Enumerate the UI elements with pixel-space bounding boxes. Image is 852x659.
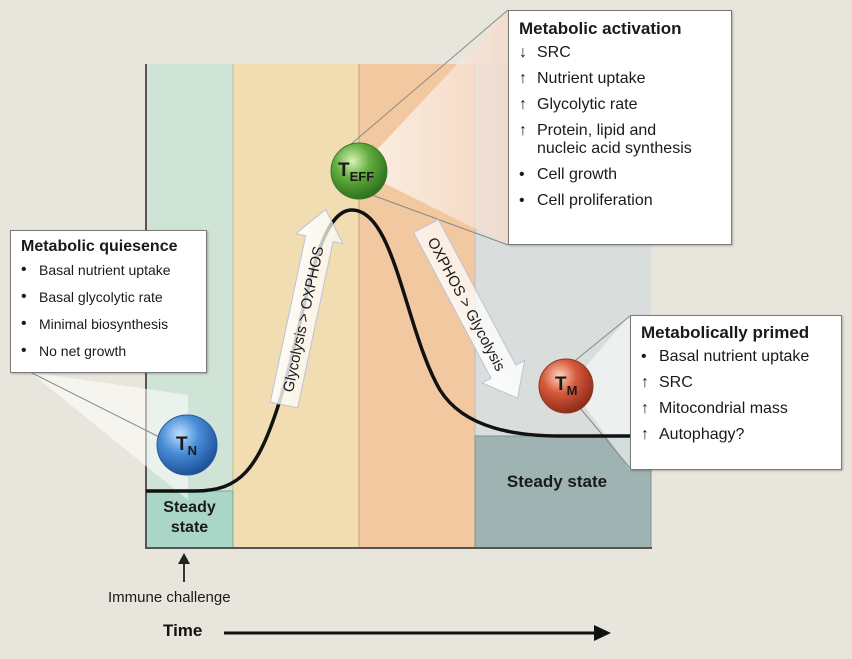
memory-steady-state-label: Steady state <box>506 472 608 491</box>
activation-item: ↑ Glycolytic rate <box>519 96 721 114</box>
bullet-icon: • <box>519 166 525 183</box>
primed-item: ↑ Mitocondrial mass <box>641 400 831 418</box>
activation-callout-cone <box>358 10 508 245</box>
activation-item-text: Nutrient uptake <box>537 70 646 87</box>
naive-cell-base: T <box>176 434 188 455</box>
cone-edge <box>29 371 176 446</box>
immune-challenge-label: Immune challenge <box>108 589 231 606</box>
activation-box: Metabolic activation ↓ SRC ↑ Nutrient up… <box>508 10 732 245</box>
up-arrow-icon: ↑ <box>641 400 649 417</box>
oxphos-arrow-shape <box>412 218 526 399</box>
bullet-icon: • <box>21 315 27 332</box>
activation-item-text: Cell growth <box>537 166 618 183</box>
activation-item: ↑ Protein, lipid and nucleic acid synthe… <box>519 122 721 158</box>
bullet-icon: • <box>21 342 27 359</box>
memory-cell-sub: M <box>566 383 578 398</box>
primed-item-text: Mitocondrial mass <box>659 400 788 417</box>
naive-steady-line1: Steady <box>163 499 216 516</box>
activation-item-text: Protein, lipid and nucleic acid synthesi… <box>537 122 692 158</box>
activation-item-text: SRC <box>537 44 571 61</box>
up-arrow-icon: ↑ <box>519 70 527 87</box>
naive-steady-line2: state <box>170 519 209 536</box>
primed-item: ↑ SRC <box>641 374 831 392</box>
up-arrow-icon: ↑ <box>519 122 527 139</box>
naive-steady-state-label: Steady state <box>146 498 233 538</box>
time-arrowhead <box>594 625 611 641</box>
primed-item-text: Autophagy? <box>659 426 745 443</box>
quiescence-item: • Basal glycolytic rate <box>21 288 196 306</box>
quiescence-item-text: Basal nutrient uptake <box>39 262 171 278</box>
memory-cell-base: T <box>555 374 567 395</box>
up-arrow-icon: ↑ <box>641 374 649 391</box>
quiescence-item: • Minimal biosynthesis <box>21 315 196 333</box>
activation-item: • Cell proliferation <box>519 192 721 210</box>
cone-edge <box>565 315 631 369</box>
effector-t-cell-icon <box>330 142 388 200</box>
memory-t-cell-icon <box>538 358 594 414</box>
quiescence-callout-cone <box>30 372 188 500</box>
effector-cell-base: T <box>338 160 350 181</box>
immune-response-curve <box>146 208 655 493</box>
primed-item-text: SRC <box>659 374 693 391</box>
quiescence-item: • No net growth <box>21 342 196 360</box>
memory-cell-label: TM <box>555 374 577 398</box>
time-label: Time <box>163 621 203 640</box>
down-arrow-icon: ↓ <box>519 44 527 61</box>
glycolysis-arrow-shape <box>269 208 344 409</box>
bullet-icon: • <box>641 348 647 365</box>
effector-cell-sub: EFF <box>349 169 375 184</box>
cone-edge <box>349 9 509 146</box>
activation-item-line: nucleic acid synthesis <box>537 140 692 157</box>
primed-item-text: Basal nutrient uptake <box>659 348 810 365</box>
naive-cell-label: TN <box>176 434 197 458</box>
immune-challenge-arrowhead <box>178 553 190 564</box>
primed-title: Metabolically primed <box>641 323 810 342</box>
activation-item: ↓ SRC <box>519 44 721 62</box>
primed-callout-cone <box>570 315 630 470</box>
primed-item: ↑ Autophagy? <box>641 426 831 444</box>
quiescence-item-text: Minimal biosynthesis <box>39 316 169 332</box>
cone-edge <box>371 194 509 246</box>
quiescence-item-text: Basal glycolytic rate <box>39 289 163 305</box>
quiescence-item-text: No net growth <box>39 343 127 359</box>
up-arrow-icon: ↑ <box>641 426 649 443</box>
activation-item-line: Protein, lipid and <box>537 122 657 139</box>
bullet-icon: • <box>519 192 525 209</box>
primed-item: • Basal nutrient uptake <box>641 348 831 366</box>
effector-cell-label: TEFF <box>338 160 374 184</box>
bullet-icon: • <box>21 261 27 278</box>
bullet-icon: • <box>21 288 27 305</box>
naive-cell-sub: N <box>187 443 197 458</box>
activation-item: ↑ Nutrient uptake <box>519 70 721 88</box>
activation-item-text: Glycolytic rate <box>537 96 638 113</box>
naive-t-cell-icon <box>156 414 218 476</box>
up-arrow-icon: ↑ <box>519 96 527 113</box>
quiescence-title: Metabolic quiesence <box>21 238 178 255</box>
quiescence-item: • Basal nutrient uptake <box>21 261 196 279</box>
activation-title: Metabolic activation <box>519 19 682 38</box>
quiescence-box: Metabolic quiesence • Basal nutrient upt… <box>10 230 207 373</box>
primed-box: Metabolically primed • Basal nutrient up… <box>630 315 842 470</box>
activation-item-text: Cell proliferation <box>537 192 653 209</box>
activation-item: • Cell growth <box>519 166 721 184</box>
